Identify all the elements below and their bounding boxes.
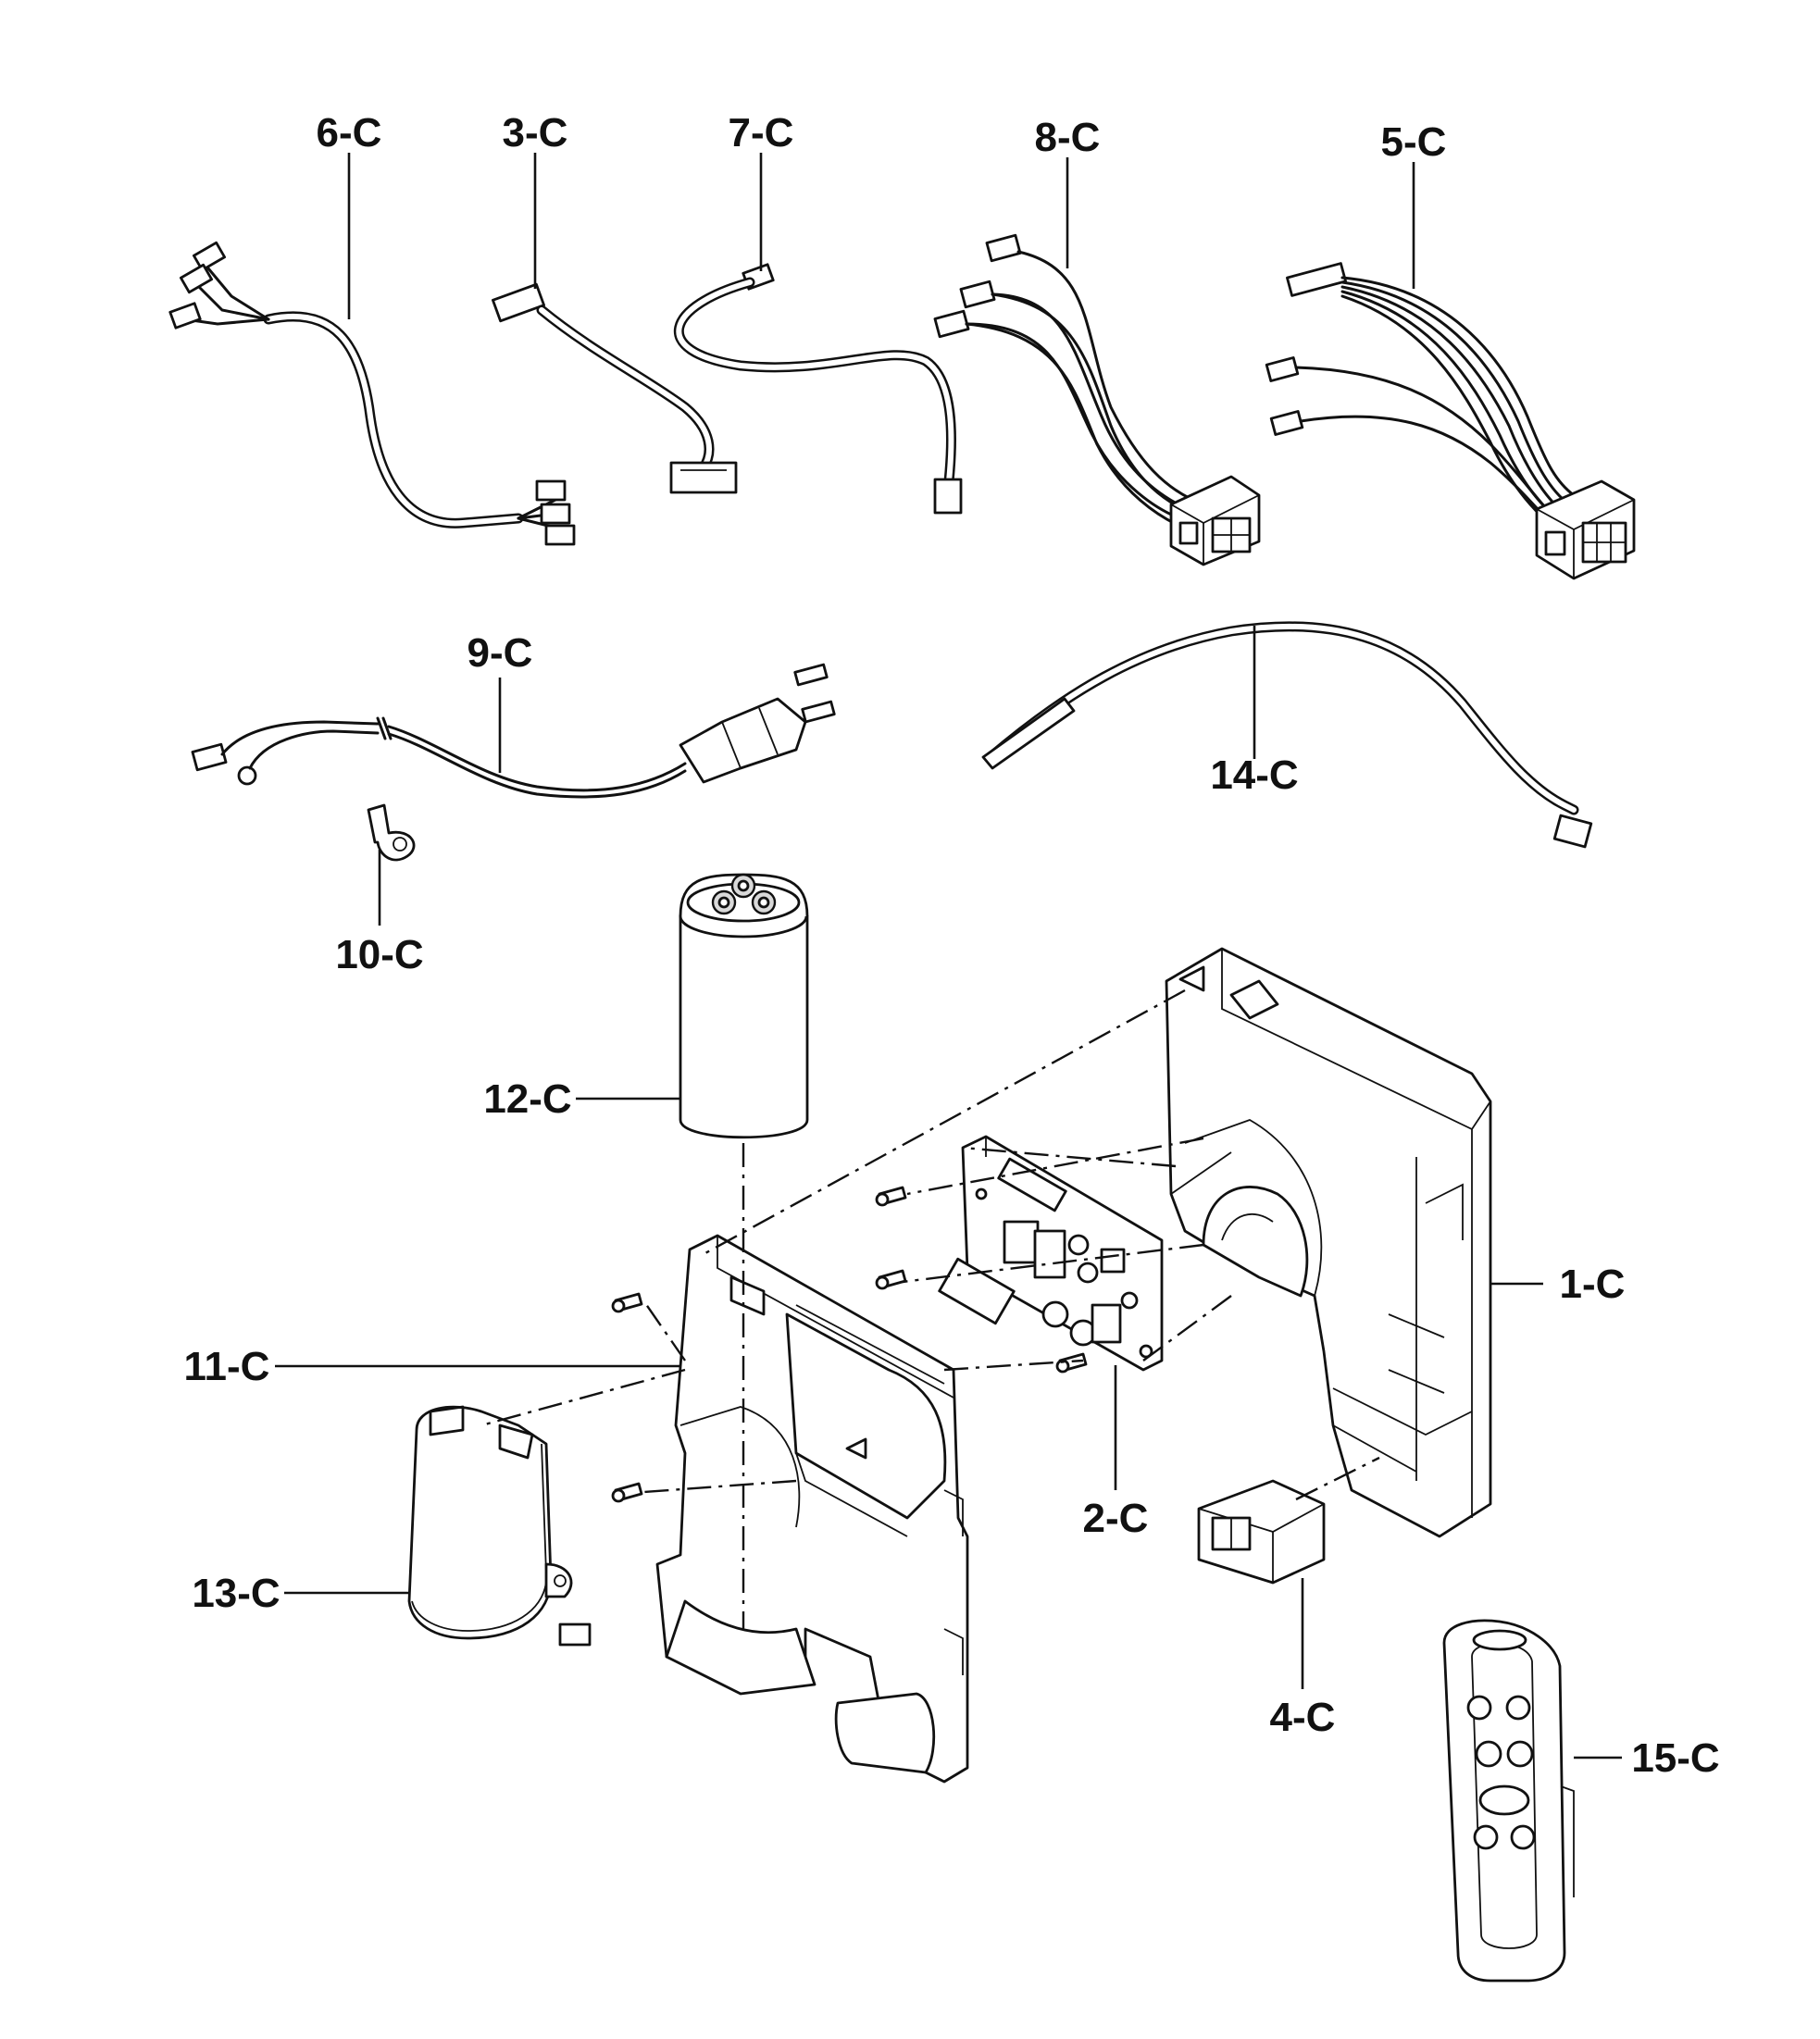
label-4c: 4-C [1270, 1695, 1336, 1740]
screw-2 [875, 1269, 907, 1290]
label-7c: 7-C [729, 110, 794, 155]
part-4c-connector [1197, 1479, 1326, 1585]
part-3c-wire-harness [492, 282, 738, 494]
label-3c: 3-C [503, 110, 568, 155]
label-12c: 12-C [483, 1076, 571, 1122]
part-6c-wire-harness [168, 241, 576, 546]
label-2c: 2-C [1083, 1496, 1149, 1541]
part-7c-sensor-wire [673, 263, 963, 515]
screw-5 [611, 1482, 643, 1503]
label-8c: 8-C [1035, 115, 1101, 160]
label-5c: 5-C [1381, 119, 1447, 165]
screw-1 [875, 1186, 907, 1207]
label-15c: 15-C [1631, 1735, 1719, 1781]
part-12c-capacitor [679, 873, 809, 1139]
part-10c-cord-clip [367, 803, 416, 862]
label-13c: 13-C [192, 1571, 280, 1616]
label-11c: 11-C [184, 1344, 270, 1389]
screw-4 [1055, 1352, 1088, 1374]
label-9c: 9-C [467, 630, 533, 676]
leader-lines [275, 153, 1622, 1759]
label-1c: 1-C [1560, 1262, 1626, 1307]
label-14c: 14-C [1210, 752, 1298, 798]
part-1c-control-box [1165, 947, 1492, 1538]
label-10c: 10-C [335, 932, 423, 977]
part-15c-remote-control [1442, 1619, 1575, 1983]
part-8c-wire-harness [933, 233, 1261, 566]
part-labels: 6-C 3-C 7-C 8-C 5-C 9-C 14-C 10-C 12-C 1… [184, 110, 1720, 1781]
assembly-guide-lines [480, 988, 1380, 1629]
part-13c-capacitor-cover [407, 1405, 592, 1647]
label-6c: 6-C [317, 110, 382, 155]
part-2c-circuit-board [938, 1135, 1164, 1372]
part-5c-wire-harness [1265, 262, 1636, 580]
part-11c-mounting-bracket [655, 1234, 969, 1784]
screw-3 [611, 1292, 643, 1313]
part-14c-sensor-wire [981, 621, 1593, 849]
part-9c-power-cord [191, 663, 836, 799]
